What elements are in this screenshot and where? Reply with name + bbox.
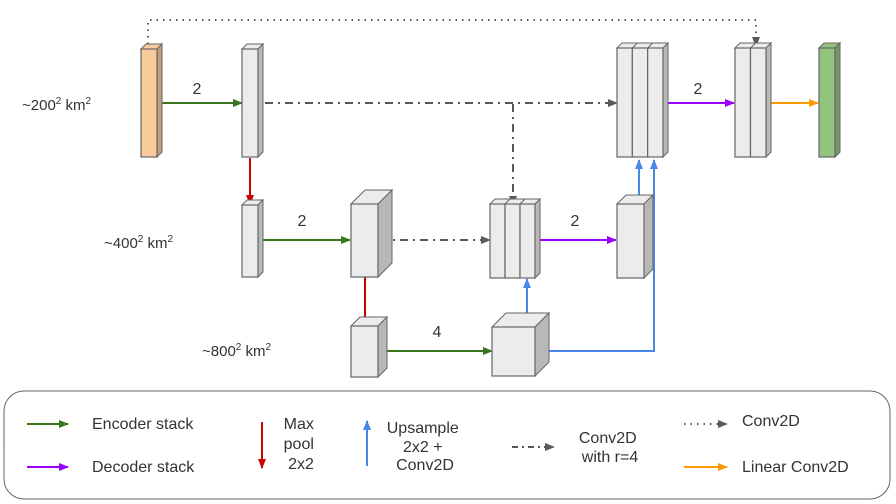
legend-conv2d-label: Conv2D bbox=[742, 413, 800, 430]
legend-box bbox=[3, 390, 891, 500]
scale-label-200: ~2002 km2 bbox=[22, 96, 92, 114]
block-side-face bbox=[534, 197, 541, 280]
block-side-face bbox=[377, 188, 393, 279]
legend-decoder-label: Decoder stack bbox=[92, 459, 195, 476]
decoder-concat-block-1 bbox=[615, 41, 670, 159]
legend-linear-label: Linear Conv2D bbox=[742, 459, 849, 476]
scale-label-800: ~8002 km2 bbox=[202, 342, 272, 360]
legend-encoder-label: Encoder stack bbox=[92, 416, 194, 433]
decoder-block-2 bbox=[615, 193, 655, 280]
legend-upsample-label: Upsample 2x2 + Conv2D bbox=[387, 420, 463, 474]
decoder-concat-block-2 bbox=[488, 197, 542, 280]
block-front-slice bbox=[647, 47, 664, 158]
block-front-slice bbox=[241, 48, 259, 158]
input-block bbox=[139, 42, 164, 159]
block-front-slice bbox=[489, 203, 506, 279]
block-front-slice bbox=[241, 204, 259, 278]
block-front-slice bbox=[504, 203, 521, 279]
block-front-slice bbox=[350, 325, 379, 378]
block-front-slice bbox=[616, 203, 645, 279]
legend-maxpool-label: Max pool 2x2 bbox=[284, 416, 319, 473]
block-side-face bbox=[643, 193, 654, 280]
edge-label-dec1: 2 bbox=[694, 81, 703, 98]
block-front-slice bbox=[818, 47, 836, 158]
block-front-slice bbox=[749, 47, 767, 158]
edge-label-enc2: 2 bbox=[298, 213, 307, 230]
block-front-slice bbox=[140, 48, 158, 158]
block-front-slice bbox=[519, 203, 536, 279]
output-block bbox=[817, 41, 842, 159]
block-slice-edge bbox=[631, 42, 638, 49]
block-side-face bbox=[156, 42, 163, 159]
block-front-slice bbox=[350, 203, 379, 278]
upsample-arrow-3 bbox=[535, 159, 658, 352]
block-side-face bbox=[765, 41, 772, 159]
block-side-face bbox=[257, 42, 264, 159]
block-slice-edge bbox=[647, 42, 654, 49]
block-front-slice bbox=[616, 47, 633, 158]
block-side-face bbox=[662, 41, 669, 159]
decoder-block-1 bbox=[733, 41, 773, 159]
block-slice-edge bbox=[750, 42, 756, 49]
conv2d-skip-arrow bbox=[147, 19, 760, 47]
encoder-block-2a bbox=[240, 198, 265, 279]
block-top-face bbox=[615, 42, 670, 49]
block-side-face bbox=[377, 315, 388, 379]
bottleneck-block bbox=[490, 311, 551, 378]
block-side-face bbox=[257, 198, 264, 279]
block-front-slice bbox=[631, 47, 649, 158]
edge-label-enc3: 4 bbox=[433, 324, 442, 341]
block-front-slice bbox=[734, 47, 752, 158]
block-side-face bbox=[834, 41, 841, 159]
scale-label-400: ~4002 km2 bbox=[104, 234, 174, 252]
block-slice-edge bbox=[519, 198, 526, 205]
encoder-block-2b bbox=[349, 188, 394, 279]
edge-label-enc1: 2 bbox=[193, 81, 202, 98]
block-slice-edge bbox=[504, 198, 511, 205]
block-top-face bbox=[488, 198, 542, 205]
block-front-slice bbox=[491, 326, 536, 377]
encoder-block-1 bbox=[240, 42, 265, 159]
legend-conv-r4-label: Conv2D with r=4 bbox=[579, 430, 641, 466]
encoder-block-3a bbox=[349, 315, 389, 379]
edge-label-dec2: 2 bbox=[571, 213, 580, 230]
